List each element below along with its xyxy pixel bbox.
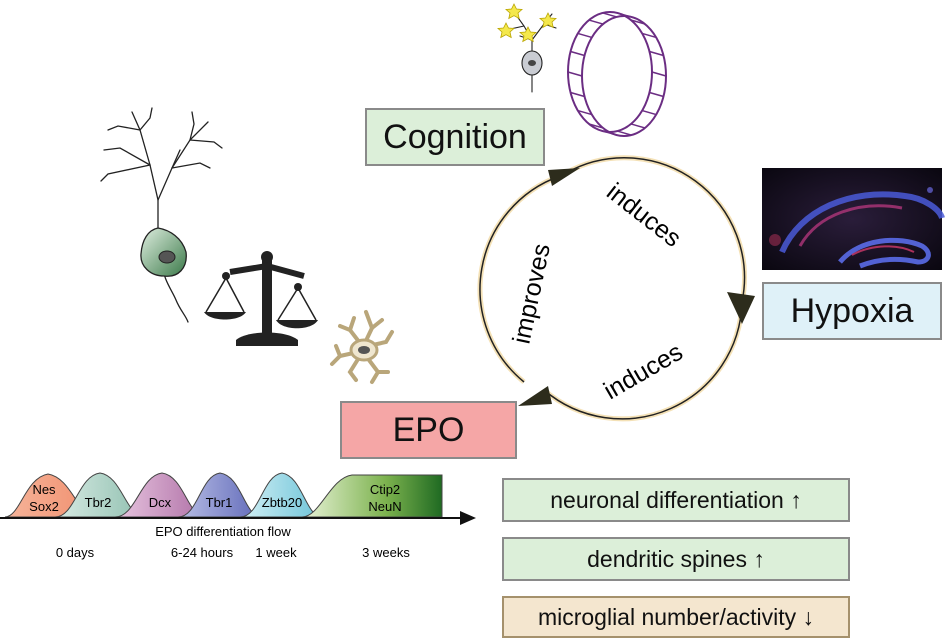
stage-label-dcx: Dcx	[149, 495, 172, 510]
wheel-rung	[630, 123, 646, 129]
microglia-icon	[330, 310, 394, 384]
hypoxia-box: Hypoxia	[762, 282, 942, 340]
wheel-rung	[617, 12, 632, 18]
running-wheel-icon	[567, 11, 667, 137]
cycle-arrows	[477, 155, 755, 422]
timeline-arrowhead	[460, 511, 476, 525]
wheel-rung	[588, 19, 604, 25]
wheel-rung	[588, 123, 604, 129]
wheel-rung	[630, 19, 646, 25]
wheel-rung	[651, 71, 667, 77]
wheel-rung	[641, 32, 657, 39]
timeline-stage-labels: Nes Sox2 Tbr2 Dcx Tbr1 Zbtb20 Ctip2 NeuN…	[29, 482, 410, 560]
result-box-dendritic-spines: dendritic spines ↑	[502, 537, 850, 581]
stage-label-zbtb20: Zbtb20	[262, 495, 302, 510]
wheel-rung	[577, 32, 593, 39]
stage-label-tbr2: Tbr2	[85, 495, 112, 510]
wheel-rung	[602, 12, 617, 18]
result-label-dendritic-spines: dendritic spines ↑	[587, 545, 765, 572]
wheel-rung	[641, 109, 657, 116]
wheel-rung	[567, 71, 583, 77]
wheel-rung	[577, 109, 593, 116]
epo-label: EPO	[392, 410, 465, 449]
wheel-rung	[570, 91, 585, 98]
pyramidal-neuron-icon	[100, 107, 223, 323]
epo-box: EPO	[340, 401, 517, 459]
stage-curve-ctip2-neun	[301, 474, 443, 518]
tick-label-3-weeks: 3 weeks	[362, 545, 410, 560]
hypoxia-label: Hypoxia	[790, 291, 914, 330]
stage-label-tbr1: Tbr1	[206, 495, 233, 510]
arrowhead-to-cognition	[548, 168, 580, 186]
hippocampus-image	[762, 168, 945, 270]
label-improves: improves	[507, 241, 555, 346]
wheel-rung	[649, 50, 664, 57]
star-neuron-icon	[497, 3, 557, 93]
arrowhead-to-epo	[518, 386, 552, 406]
result-box-microglial-activity: microglial number/activity ↓	[502, 596, 850, 638]
arrowhead-to-hypoxia	[727, 292, 755, 324]
wheel-rung	[570, 50, 585, 57]
wheel-rung	[602, 130, 617, 136]
stage-label-sox2: Sox2	[29, 499, 59, 514]
stage-label-ctip2: Ctip2	[370, 482, 400, 497]
result-label-microglial-activity: microglial number/activity ↓	[537, 603, 815, 630]
stage-label-nes: Nes	[32, 482, 56, 497]
cognition-box: Cognition	[365, 108, 545, 166]
tick-label-1-week: 1 week	[255, 545, 297, 560]
tick-label-0-days: 0 days	[56, 545, 95, 560]
label-induces-top: induces	[601, 178, 686, 253]
wheel-rung	[649, 91, 664, 98]
neuron-soma-icon	[140, 227, 187, 277]
balance-scale-icon	[204, 251, 318, 346]
label-induces-bottom: induces	[599, 338, 688, 405]
differentiation-timeline	[0, 472, 476, 525]
cognition-label: Cognition	[383, 117, 527, 156]
result-label-neuronal-differentiation: neuronal differentiation ↑	[550, 486, 802, 513]
timeline-flow-label: EPO differentiation flow	[155, 524, 291, 539]
stage-label-neun: NeuN	[368, 499, 401, 514]
tick-label-6-24-hours: 6-24 hours	[171, 545, 234, 560]
result-box-neuronal-differentiation: neuronal differentiation ↑	[502, 478, 850, 522]
wheel-rung	[617, 130, 632, 136]
